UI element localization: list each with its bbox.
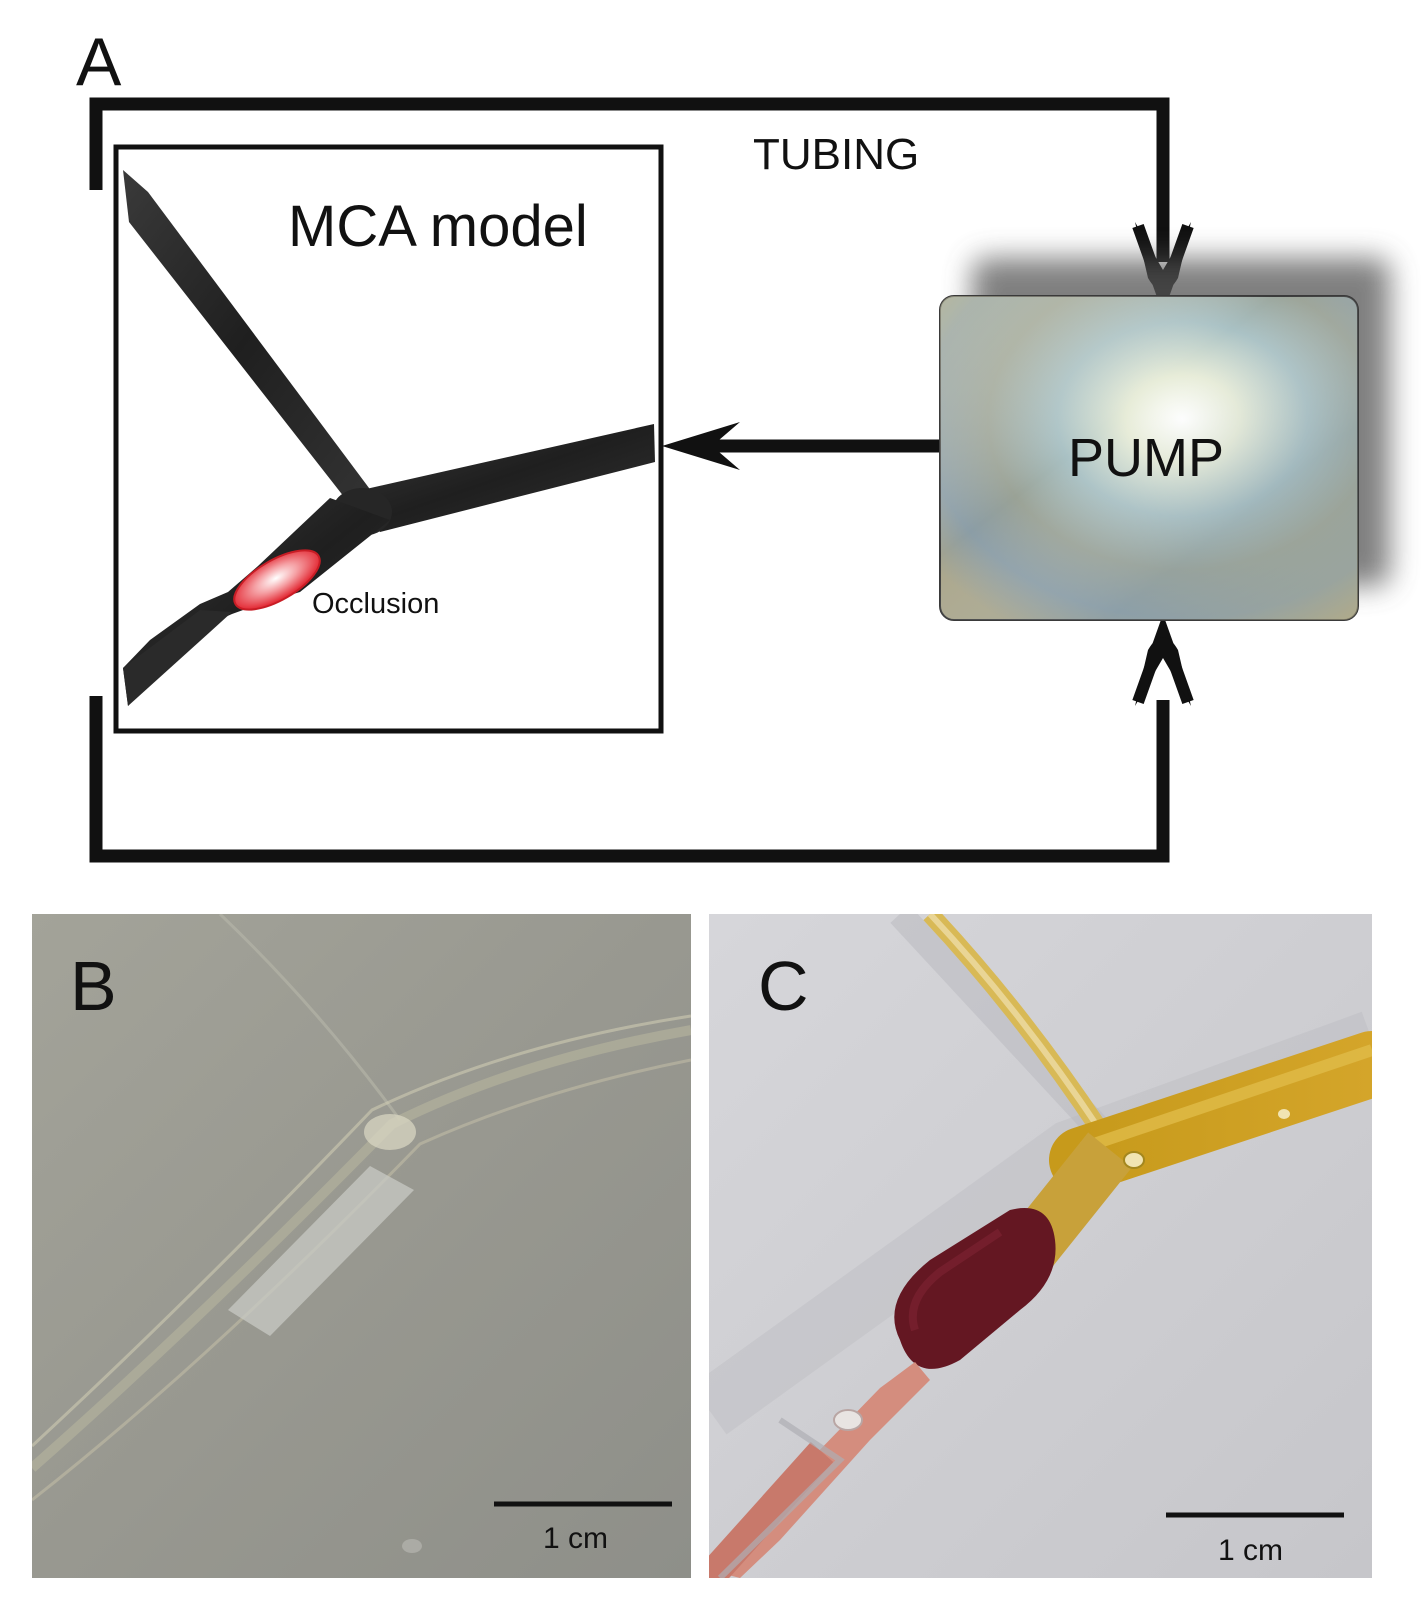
- panel-b-scale-label: 1 cm: [543, 1522, 608, 1555]
- panel-c-clot: [894, 1208, 1056, 1369]
- tubing-bottom-line: [89, 696, 1170, 863]
- panel-b-clot: [228, 1166, 414, 1336]
- occlusion-marker: [233, 549, 321, 611]
- panel-c-letter: C: [758, 947, 809, 1025]
- panel-c-scale-label: 1 cm: [1218, 1534, 1283, 1567]
- occlusion-label: Occlusion: [312, 588, 439, 620]
- mca-model-label: MCA model: [288, 194, 588, 259]
- panel-c: [709, 914, 1372, 1578]
- pump-to-model-arrow: [662, 422, 740, 470]
- pump-box: [939, 295, 1359, 621]
- panel-a-letter: A: [76, 24, 122, 100]
- panel-a: A TUBING MCA model Occlusion: [76, 24, 1390, 863]
- panel-b-letter: B: [70, 947, 117, 1025]
- tubing-top-line: [89, 97, 1170, 262]
- tubing-label: TUBING: [753, 130, 919, 179]
- panel-b: [32, 914, 691, 1578]
- vessel-model: [123, 170, 655, 706]
- pump-label: PUMP: [1068, 428, 1224, 488]
